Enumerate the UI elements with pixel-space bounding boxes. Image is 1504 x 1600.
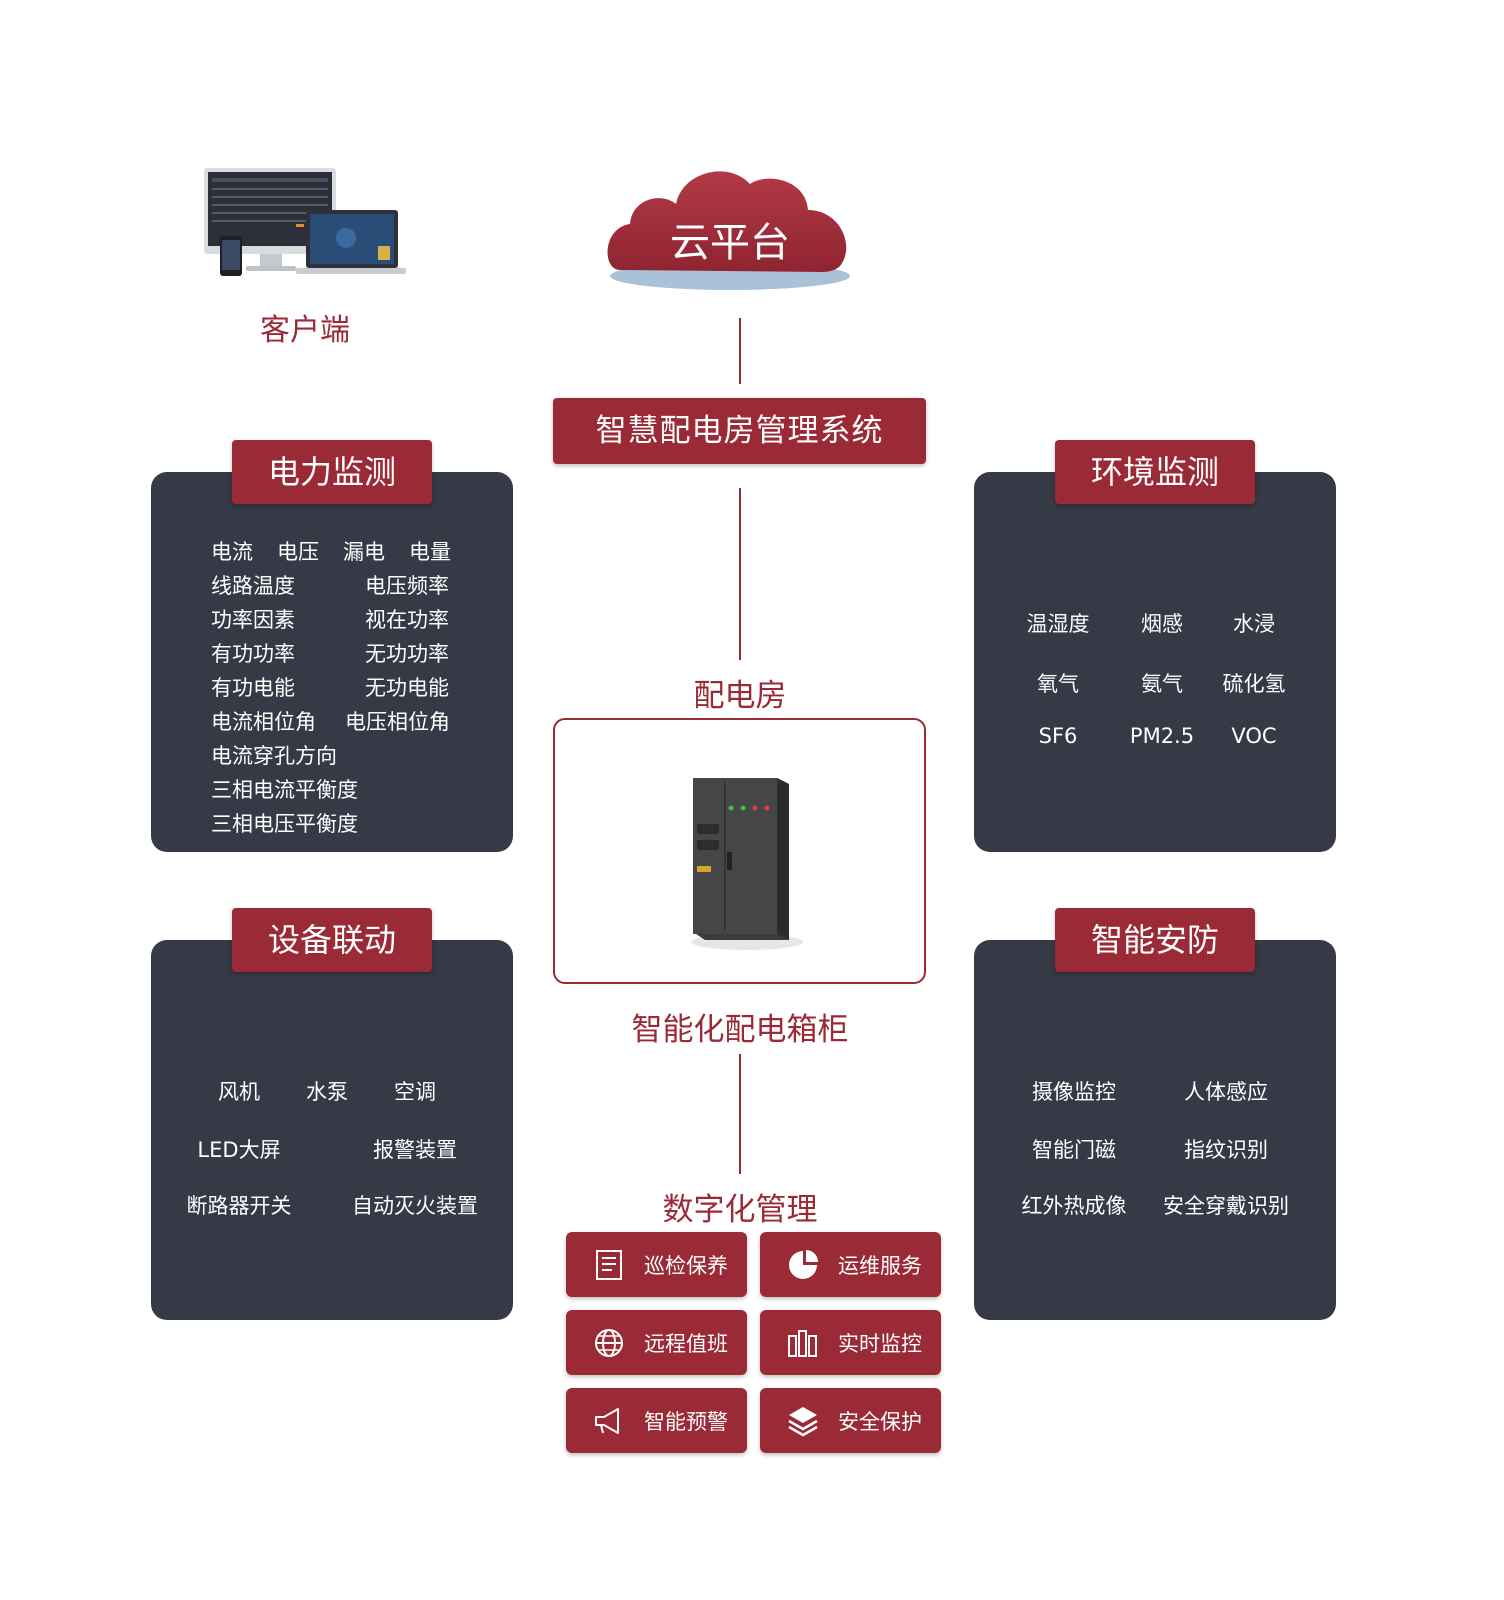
remote-duty-button[interactable]: 远程值班 <box>566 1310 747 1375</box>
power-item: 电流相位角 <box>211 710 316 734</box>
client-label: 客户端 <box>260 313 350 348</box>
ops-service-label: 运维服务 <box>838 1253 922 1278</box>
power-item: 电压相位角 <box>345 710 450 734</box>
security-item: 安全穿戴识别 <box>1163 1194 1289 1218</box>
cabinet-label: 智能化配电箱柜 <box>631 1012 849 1048</box>
realtime-monitor-label: 实时监控 <box>838 1331 922 1356</box>
environment-monitoring-title: 环境监测 <box>1055 440 1255 504</box>
env-item: 硫化氢 <box>1222 672 1286 696</box>
env-item: 水浸 <box>1233 612 1275 636</box>
power-item: 功率因素 <box>211 608 295 632</box>
power-item: 有功功率 <box>211 642 295 666</box>
linkage-item: 水泵 <box>306 1080 348 1104</box>
power-item: 三相电压平衡度 <box>211 812 358 836</box>
pie-chart-icon <box>789 1249 818 1279</box>
env-item: 氧气 <box>1037 672 1079 696</box>
inspection-maintenance-button[interactable]: 巡检保养 <box>566 1232 747 1297</box>
security-item: 指纹识别 <box>1184 1138 1268 1162</box>
power-item: 电流穿孔方向 <box>211 744 337 768</box>
cabinet-frame <box>553 718 926 984</box>
power-item: 漏电 <box>343 540 385 564</box>
env-item: VOC <box>1231 724 1277 748</box>
smart-warning-label: 智能预警 <box>644 1409 728 1434</box>
inspection-maintenance-label: 巡检保养 <box>644 1253 728 1278</box>
env-item: SF6 <box>1038 724 1078 748</box>
system-title-bar: 智慧配电房管理系统 <box>553 398 926 464</box>
linkage-item: 风机 <box>218 1080 260 1104</box>
linkage-item: 报警装置 <box>373 1138 457 1162</box>
security-item: 人体感应 <box>1184 1080 1268 1104</box>
security-item: 红外热成像 <box>1021 1194 1127 1218</box>
smart-security-title: 智能安防 <box>1055 908 1255 972</box>
cabinet-icon <box>691 778 803 950</box>
environment-monitoring-panel: 环境监测 温湿度 烟感 水浸 氧气 氨气 硫化氢 SF6 PM2.5 VOC <box>974 440 1336 852</box>
linkage-item: LED大屏 <box>197 1138 281 1162</box>
device-linkage-title: 设备联动 <box>232 908 432 972</box>
device-linkage-panel: 设备联动 风机 水泵 空调 LED大屏 报警装置 断路器开关 自动灭火装置 <box>151 908 513 1320</box>
realtime-monitor-button[interactable]: 实时监控 <box>760 1310 941 1375</box>
power-item: 无功功率 <box>365 642 449 666</box>
remote-duty-label: 远程值班 <box>644 1331 728 1356</box>
security-item: 智能门磁 <box>1032 1138 1116 1162</box>
power-item: 无功电能 <box>365 676 449 700</box>
power-item: 三相电流平衡度 <box>211 778 358 802</box>
smart-security-panel: 智能安防 摄像监控 人体感应 智能门磁 指纹识别 红外热成像 安全穿戴识别 <box>974 908 1336 1320</box>
env-item: 烟感 <box>1141 612 1183 636</box>
security-item: 摄像监控 <box>1032 1080 1116 1104</box>
power-monitoring-panel: 电力监测 电流 电压 漏电 电量 线路温度 电压频率 功率因素 视在功率 有功功… <box>151 440 513 852</box>
power-monitoring-title: 电力监测 <box>232 440 432 504</box>
globe-icon <box>595 1328 623 1357</box>
env-item: 氨气 <box>1141 672 1183 696</box>
cloud-label: 云平台 <box>670 220 790 266</box>
power-item: 电压 <box>277 540 319 564</box>
linkage-item: 自动灭火装置 <box>352 1194 478 1218</box>
safety-protection-button[interactable]: 安全保护 <box>760 1388 941 1453</box>
power-item: 线路温度 <box>211 574 295 598</box>
connector-line <box>739 1054 741 1174</box>
linkage-item: 空调 <box>394 1080 436 1104</box>
connector-line <box>739 488 741 660</box>
safety-protection-label: 安全保护 <box>838 1409 922 1434</box>
digital-management-title: 数字化管理 <box>662 1192 818 1228</box>
devices-icon <box>204 168 406 276</box>
linkage-item: 断路器开关 <box>186 1194 292 1218</box>
document-icon <box>596 1249 622 1280</box>
env-item: PM2.5 <box>1129 724 1195 748</box>
ops-service-button[interactable]: 运维服务 <box>760 1232 941 1297</box>
env-item: 温湿度 <box>1026 612 1090 636</box>
megaphone-icon <box>595 1407 619 1434</box>
power-item: 电压频率 <box>365 574 449 598</box>
layers-icon <box>788 1406 818 1436</box>
power-item: 电量 <box>409 540 451 564</box>
power-item: 电流 <box>211 540 253 564</box>
distribution-room-title: 配电房 <box>693 678 787 714</box>
connector-line <box>739 318 741 384</box>
cloud-icon <box>607 171 850 290</box>
power-item: 视在功率 <box>365 608 449 632</box>
power-item: 有功电能 <box>211 676 295 700</box>
smart-warning-button[interactable]: 智能预警 <box>566 1388 747 1453</box>
bar-columns-icon <box>788 1329 817 1357</box>
